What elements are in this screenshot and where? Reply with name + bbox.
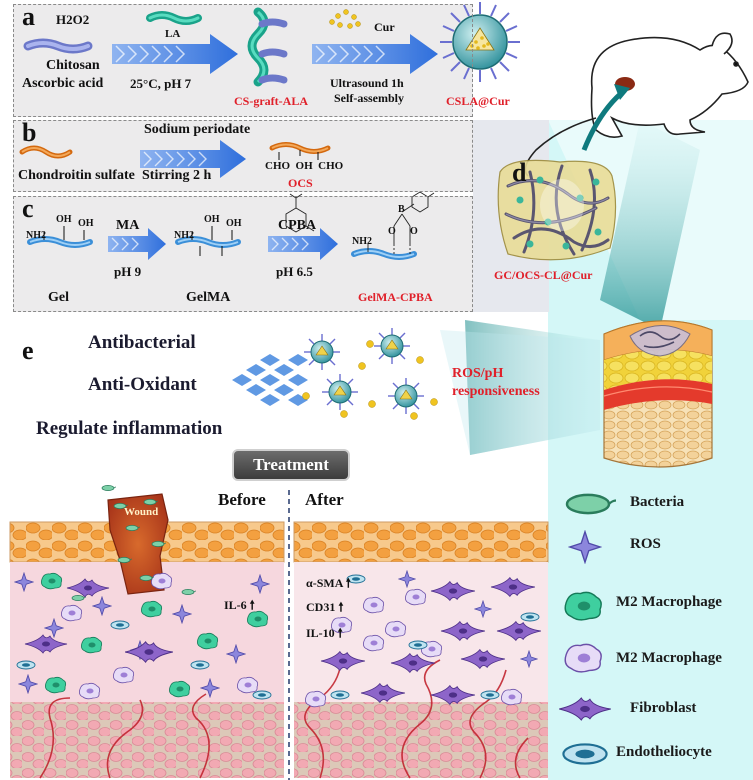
sodium-periodate-label: Sodium periodate (144, 122, 251, 137)
oh-gel-1: OH (56, 214, 72, 225)
ocs-label: OCS (288, 176, 313, 190)
oxygen-2: O (410, 226, 418, 237)
stirring-label: Stirring 2 h (142, 168, 212, 183)
panel-d-letter: d (512, 158, 527, 187)
wound-label: Wound (124, 506, 159, 518)
legend-m2-macrophage-green: M2 Macrophage (616, 594, 722, 610)
hydrogel-label: GC/OCS-CL@Cur (494, 268, 593, 282)
up-arrow-icon: 🠕 (337, 626, 343, 640)
legend-endotheliocyte: Endotheliocyte (616, 744, 712, 760)
panel-a-letter: a (22, 2, 35, 31)
panel-b-letter: b (22, 118, 37, 147)
cs-graft-ala-label: CS-graft-ALA (234, 94, 308, 108)
chitosan-label: Chitosan (46, 58, 100, 73)
up-arrow-icon: 🠕 (345, 576, 351, 590)
responsiveness-label: responsiveness (452, 384, 540, 399)
arrow-a1 (112, 34, 238, 74)
released-micelles (302, 327, 438, 420)
ultrasound-label: Ultrasound 1h (330, 76, 404, 90)
arrow-c2 (268, 228, 338, 260)
oh-gelma-1: OH (204, 214, 220, 225)
up-arrow-icon: 🠕 (249, 598, 255, 612)
ph9-label: pH 9 (114, 264, 142, 279)
chondroitin-sulfate-label: Chondroitin sulfate (18, 168, 135, 183)
cpba-label: CPBA (278, 218, 317, 233)
after-label: After (305, 490, 344, 509)
ph65-label: pH 6.5 (276, 264, 313, 279)
treatment-banner: Treatment (232, 449, 350, 481)
oh-gelma-2: OH (226, 218, 242, 229)
regulate-inflammation-label: Regulate inflammation (36, 418, 223, 439)
ma-label: MA (116, 218, 140, 233)
hydrogel-cube (497, 159, 617, 261)
arrow-a2 (312, 34, 438, 74)
csla-cur-label: CSLA@Cur (446, 94, 510, 108)
skin-tissue-block (603, 320, 713, 468)
h2o2-label: H2O2 (56, 12, 90, 27)
asma-label: α-SMA 🠕 (306, 576, 351, 590)
il6-label: IL-6 🠕 (224, 598, 255, 612)
up-arrow-icon: 🠕 (338, 600, 344, 614)
wound-area (107, 493, 169, 595)
arrow-c1 (108, 228, 166, 260)
il10-label: IL-10 🠕 (306, 626, 343, 640)
beam-to-skin (465, 320, 600, 455)
panel-e-letter: e (22, 336, 34, 365)
cur-dots (329, 9, 361, 29)
cs-graft-ala-structure (247, 7, 288, 87)
legend-m2-macrophage-purple: M2 Macrophage (616, 650, 722, 666)
antibacterial-label: Antibacterial (88, 332, 196, 353)
cur-label: Cur (374, 20, 395, 34)
beam-to-mouse (600, 120, 700, 330)
ros-ph-label: ROS/pH (452, 366, 504, 381)
legend-ros: ROS (630, 536, 661, 552)
self-assembly-label: Self-assembly (334, 91, 404, 105)
panel-b-frame (13, 120, 473, 192)
reaction-condition-a: 25°C, pH 7 (130, 76, 192, 91)
before-label: Before (218, 490, 266, 509)
boron-atom: B (398, 204, 405, 215)
cd31-label: CD31 🠕 (306, 600, 344, 614)
mouse-illustration (524, 32, 749, 177)
la-label: LA (165, 28, 181, 40)
legend-bacteria: Bacteria (630, 494, 685, 510)
hydrogel-release-arrow (232, 354, 308, 406)
nh2-gelma-cpba: NH2 (352, 236, 372, 247)
panel-c-frame (13, 196, 473, 312)
panel-a-frame (13, 4, 473, 117)
csla-cur-micelle (440, 2, 520, 82)
oh-gel-2: OH (78, 218, 94, 229)
gelma-label: GelMA (186, 290, 231, 305)
panel-c-letter: c (22, 194, 34, 223)
nh2-gel: NH2 (26, 230, 46, 241)
nh2-gelma: NH2 (174, 230, 194, 241)
arrow-b (140, 140, 246, 178)
legend-fibroblast: Fibroblast (630, 700, 697, 716)
oxygen-1: O (388, 226, 396, 237)
gel-label: Gel (48, 290, 69, 305)
ocs-groups-label: CHO OH CHO (265, 160, 344, 172)
gelma-cpba-label: GelMA-CPBA (358, 290, 433, 304)
ascorbic-acid-label: Ascorbic acid (22, 76, 104, 91)
anti-oxidant-label: Anti-Oxidant (88, 374, 197, 395)
